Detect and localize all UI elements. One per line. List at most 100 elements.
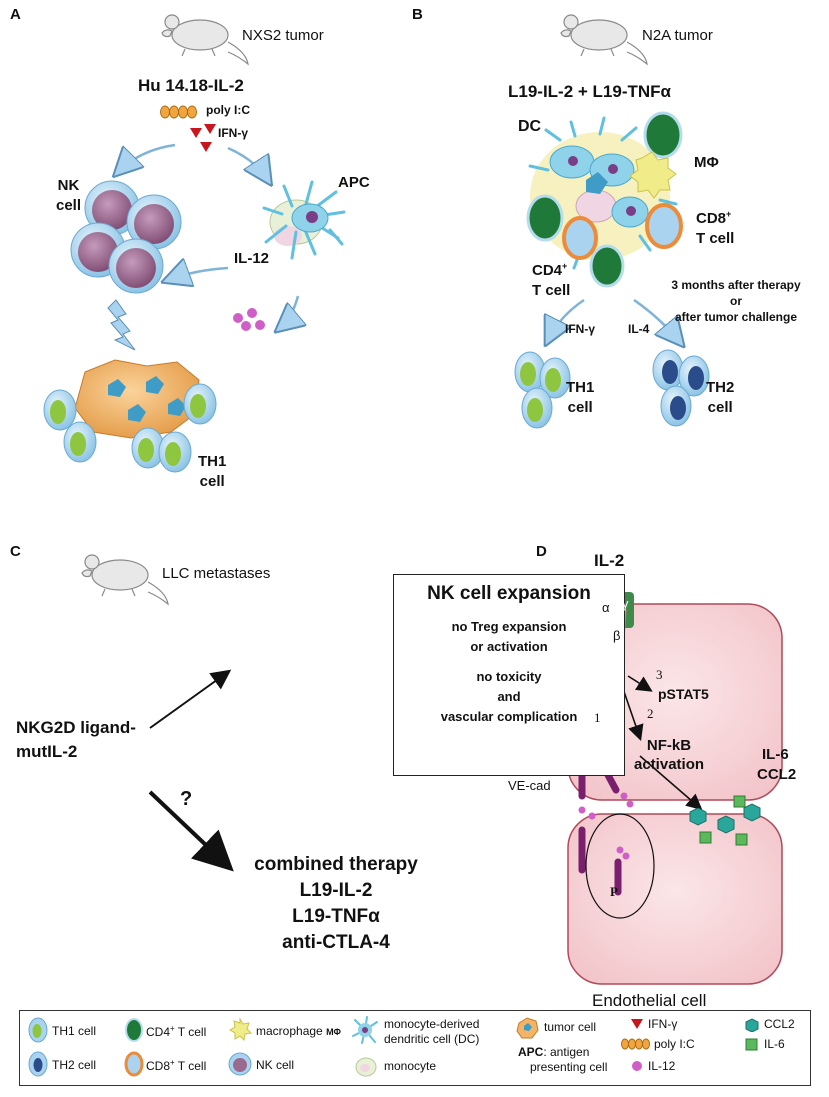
panel-a-ifng: IFN-γ [218,126,248,140]
agent-line2: mutIL-2 [16,742,78,761]
mouse-icon-c [81,554,169,606]
panel-b-il4: IL-4 [628,322,650,336]
panel-b-th2: TH2 cell [706,378,734,418]
il12-dots-a [233,308,265,331]
tumor-cell-icon [516,1017,539,1039]
b-th1-line1: TH1 [566,379,595,396]
legend-cd8: CD8+ T cell [146,1058,206,1073]
legend-monocyte: monocyte [384,1059,437,1073]
panel-c-agent: NKG2D ligand- mutIL-2 [16,716,136,764]
combined-line2: L19-IL-2 [299,880,373,901]
cycle-arrows-a [118,143,298,328]
legend-cd4-tcell: T cell [174,1025,207,1039]
macrophage-icon [229,1017,252,1041]
panel-b-dc: DC [518,118,542,135]
panel-b-note: 3 months after therapy or after tumor ch… [648,277,824,325]
legend-th1: TH1 cell [52,1024,97,1038]
monocyte-icon [355,1057,377,1077]
panel-d-il6: IL-6 [762,746,789,763]
legend-polyic: poly I:C [654,1037,695,1051]
nk-expansion-box: NK cell expansion no Treg expansion or a… [393,574,625,776]
panel-b-drug: L19-IL-2 + L19-TNFα [508,82,672,101]
th2-cells-b [652,349,710,427]
box-line-3: no toxicity [476,669,542,684]
panel-c-question: ? [180,788,193,810]
panel-d-il2: IL-2 [594,551,625,570]
legend-mono-dc-line1: monocyte-derived [384,1017,480,1031]
cytokines-d [689,795,761,846]
ifng-triangle-icon [631,1019,643,1029]
nk-label-line2: cell [56,197,82,214]
note-line2: or [730,294,742,308]
box-line-4: and [497,689,521,704]
nk-label-line1: NK [57,177,80,194]
panel-a-il12-label: IL-12 [234,250,270,267]
th1-label-line2: cell [199,473,225,490]
combined-line3: L19-TNFα [292,906,380,927]
panel-d-ccl2: CCL2 [757,766,797,783]
cd8-tcell: T cell [696,230,735,247]
box-line-5: vascular complication [440,709,578,724]
immune-cluster-b [526,111,683,288]
legend-ccl2: CCL2 [764,1017,795,1031]
panel-b-title: N2A tumor [642,27,713,44]
panel-b-th1: TH1 cell [566,378,594,418]
legend-cd4: CD4+ T cell [146,1024,206,1039]
panel-d-n2: 2 [647,706,654,721]
combined-line4: anti-CTLA-4 [282,932,390,953]
nfkb-line2: activation [634,756,705,773]
arrows-c [148,669,234,872]
panel-a-th1-label: TH1 cell [198,452,226,492]
legend-apc-abbr: APC [518,1045,544,1059]
legend-mono-dc: monocyte-derived dendritic cell (DC) [384,1017,479,1047]
differentiation-arrows-b [548,298,680,342]
cd4-text: CD4 [532,262,563,279]
cd4-cell-icon [125,1018,143,1042]
panel-a-nk-label: NK cell [56,176,81,216]
polyic-beads-icon [621,1038,650,1050]
panel-a-drug: Hu 14.18-IL-2 [138,76,244,95]
panel-a-apc-label: APC [338,174,370,191]
panel-a-title: NXS2 tumor [242,27,324,44]
cd4-sup: + [562,261,568,271]
panel-letter-a: A [10,6,21,23]
ccl2-hexagon-icon [745,1018,759,1032]
box-line-1: no Treg expansion [451,619,567,634]
note-line3: after tumor challenge [674,310,798,324]
legend-cd8-tcell: T cell [174,1059,207,1073]
cd8-text: CD8 [696,210,727,227]
legend-mono-dc-line2: dendritic cell (DC) [384,1032,480,1046]
panel-d-gamma: γ [622,596,629,611]
legend-tumor: tumor cell [544,1020,597,1034]
panel-b-ifng: IFN-γ [565,322,595,336]
b-th2-line1: TH2 [706,379,735,396]
combined-line1: combined therapy [254,854,418,875]
legend-cd4-text: CD4 [146,1025,171,1039]
panel-c-title: LLC metastases [162,565,271,582]
panel-letter-d: D [536,543,547,560]
legend-cd4-sup: + [170,1024,175,1033]
panel-d-pstat5: pSTAT5 [658,686,709,702]
panel-d-beta: β [613,628,621,643]
phospho-dots-d [578,792,634,860]
panel-a-polyic: poly I:C [206,103,250,117]
th1-cell-icon [28,1017,48,1043]
panel-b-mphi: MΦ [694,154,719,171]
legend-ifng: IFN-γ [648,1017,678,1031]
cd4-tcell: T cell [532,282,571,299]
apc-cluster-a [262,180,346,260]
legend-apc: APC: antigen presenting cell [518,1045,607,1075]
legend-apc-text: : antigen [543,1045,590,1059]
tumor-cluster-a [43,359,217,473]
panel-d-vecad: VE-cad [508,778,551,793]
il6-square-icon [745,1038,758,1051]
nfkb-line1: NF-kB [646,737,692,754]
panel-d-n1: 1 [594,710,601,725]
lightning-arrow-a [107,299,136,351]
panel-c-combined: combined therapy L19-IL-2 L19-TNFα anti-… [226,852,446,956]
panel-d-n3: 3 [656,667,663,682]
il12-dot-icon [632,1061,642,1071]
box-title: NK cell expansion [427,583,591,604]
dendritic-cell-icon [352,1016,378,1044]
th2-cell-icon [28,1051,48,1077]
